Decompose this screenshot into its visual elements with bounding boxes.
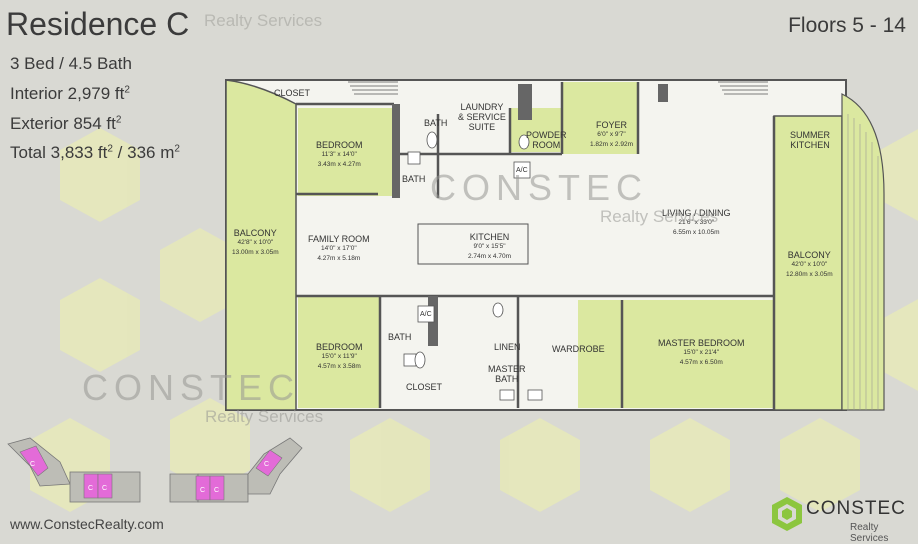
hexagon-logo-icon (772, 497, 802, 531)
keymap-label-3: C (102, 485, 107, 492)
closet-low: CLOSET (406, 382, 443, 392)
watermark-brand-center: CONSTEC (430, 167, 649, 208)
website-link[interactable]: www.ConstecRealty.com (10, 516, 164, 532)
logo-name: CONSTEC (806, 498, 906, 519)
watermark-brand-left: CONSTEC (82, 367, 301, 408)
keymap-label-4: C (200, 487, 205, 494)
bath-mid: BATH (402, 174, 426, 184)
keymap-label-6: C (264, 461, 269, 468)
keymap-label-2: C (88, 485, 93, 492)
logo-subtitle: Realty Services (850, 522, 889, 544)
floors-label: Floors 5 - 14 (788, 14, 906, 37)
bath-top: BATH (424, 118, 448, 128)
watermark-sub-left: Realty Services (205, 407, 324, 426)
brand-subtitle: Realty Services (204, 11, 323, 30)
watermark-sub-center: Realty Services (600, 207, 719, 226)
beds-baths: 3 Bed / 4.5 Bath (10, 54, 132, 73)
total-area: Total 3,833 ft2 / 336 m2 (10, 143, 180, 162)
bath-low: BATH (388, 332, 412, 342)
keymap-label-5: C (214, 487, 219, 494)
page-title: Residence C (6, 6, 190, 42)
exterior-area: Exterior 854 ft2 (10, 114, 122, 133)
wardrobe: WARDROBE (552, 344, 605, 354)
interior-area: Interior 2,979 ft2 (10, 84, 130, 103)
building-keymap: C C C C C C (7, 437, 303, 503)
constec-logo: CONSTEC Realty Services (770, 494, 910, 544)
ac-label-low: A/C (420, 311, 432, 318)
floor-plan-drawing (225, 79, 885, 411)
linen: LINEN (494, 342, 521, 352)
keymap-label-1: C (30, 461, 35, 468)
closet-top: CLOSET (274, 88, 311, 98)
ac-label-top: A/C (516, 167, 528, 174)
